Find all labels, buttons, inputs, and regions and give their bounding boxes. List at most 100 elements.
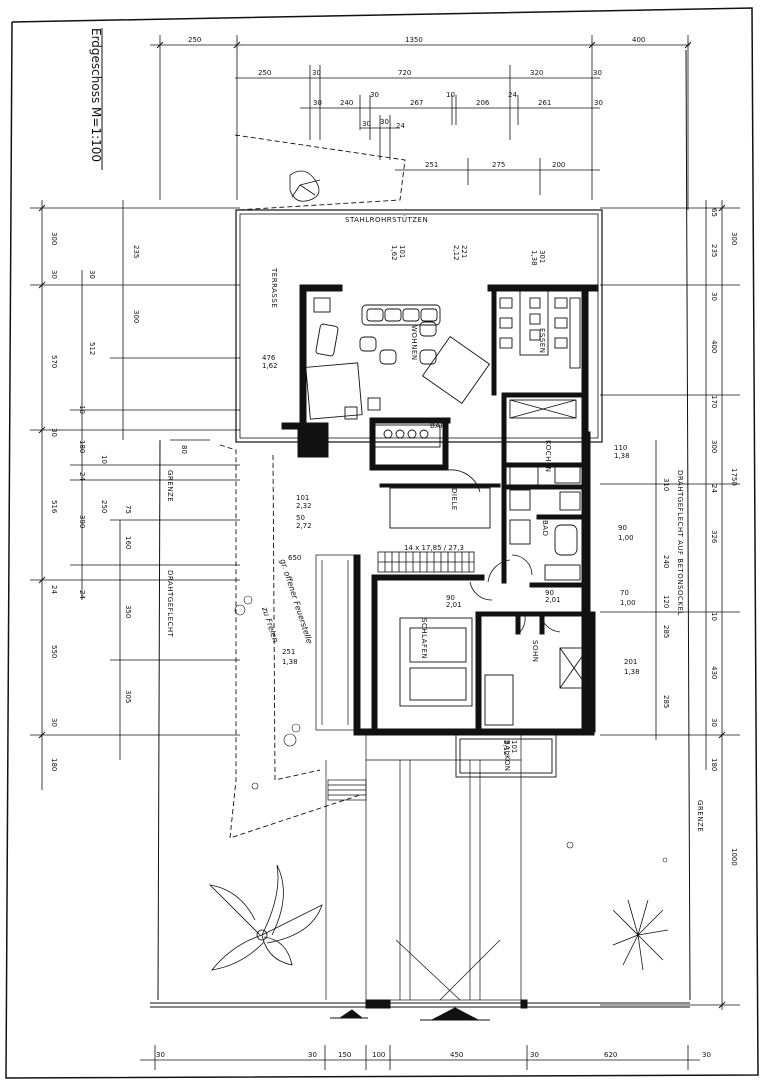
svg-text:30: 30 (312, 69, 321, 77)
svg-text:WOHNEN: WOHNEN (410, 325, 418, 361)
exterior-walls (281, 284, 599, 736)
svg-text:570: 570 (50, 355, 58, 368)
property-boundaries (150, 49, 691, 1009)
svg-text:251: 251 (282, 648, 295, 656)
svg-text:206: 206 (476, 99, 490, 107)
svg-text:285: 285 (662, 695, 670, 708)
interior-walls (369, 284, 592, 730)
svg-text:201: 201 (624, 658, 637, 666)
svg-text:30: 30 (362, 120, 371, 128)
svg-text:BALKON: BALKON (503, 740, 511, 771)
plant-top (289, 170, 321, 202)
svg-text:90: 90 (446, 594, 455, 602)
svg-text:400: 400 (632, 36, 645, 44)
svg-text:235: 235 (710, 244, 718, 257)
balcony (455, 734, 557, 778)
svg-text:110: 110 (614, 444, 627, 452)
dimension-text-left: 300 30 570 30 516 24 550 30 180 235 30 5… (50, 232, 188, 771)
svg-text:240: 240 (340, 99, 353, 107)
svg-text:24: 24 (78, 472, 86, 481)
svg-text:100: 100 (372, 1051, 385, 1059)
svg-text:1750: 1750 (730, 468, 738, 486)
svg-text:2,12: 2,12 (502, 740, 510, 756)
svg-text:30: 30 (156, 1051, 165, 1059)
svg-text:350: 350 (124, 605, 132, 618)
dimension-lines-bottom (140, 1045, 700, 1070)
svg-text:30: 30 (50, 270, 58, 279)
svg-text:305: 305 (124, 690, 132, 703)
staircase (377, 551, 475, 573)
dimension-lines-top (150, 35, 690, 210)
svg-text:30: 30 (88, 270, 96, 279)
svg-text:2,72: 2,72 (296, 522, 312, 530)
svg-text:30: 30 (50, 718, 58, 727)
dimension-lines-right (600, 200, 740, 1010)
dimension-lines-left (30, 200, 240, 790)
svg-text:320: 320 (530, 69, 543, 77)
svg-text:30: 30 (593, 69, 602, 77)
svg-text:DRAHTGEFLECHT AUF BETONSOCKEL: DRAHTGEFLECHT AUF BETONSOCKEL (676, 470, 684, 616)
svg-text:2,12: 2,12 (452, 245, 460, 261)
stahlrohrstuetzen-label: STAHLROHRSTÜTZEN (345, 215, 428, 224)
svg-text:ESSEN: ESSEN (538, 328, 546, 353)
svg-text:1,38: 1,38 (282, 658, 298, 666)
svg-text:170: 170 (710, 395, 718, 408)
svg-text:300: 300 (710, 440, 718, 453)
svg-text:2,01: 2,01 (446, 601, 462, 609)
svg-text:75: 75 (124, 505, 132, 514)
svg-text:30: 30 (313, 99, 322, 107)
svg-text:Erdgeschoss M=1:100: Erdgeschoss M=1:100 (89, 28, 103, 162)
svg-text:90: 90 (618, 524, 627, 532)
svg-text:1,62: 1,62 (390, 245, 398, 261)
svg-text:180: 180 (710, 758, 718, 771)
svg-text:240: 240 (662, 555, 670, 568)
svg-text:10: 10 (710, 612, 718, 621)
svg-text:300: 300 (132, 310, 140, 323)
dimension-text-right: 300 1750 1000 65 235 30 400 170 300 24 3… (662, 208, 738, 866)
svg-text:gr. offener Feuerstelle: gr. offener Feuerstelle (278, 558, 314, 645)
sheet-title: Erdgeschoss M=1:100 (89, 28, 103, 170)
svg-text:STAHLROHRSTÜTZEN: STAHLROHRSTÜTZEN (345, 215, 428, 224)
svg-text:301: 301 (538, 250, 546, 263)
svg-text:24: 24 (78, 590, 86, 599)
property-labels: GRENZE DRAHTGEFLECHT GRENZE DRAHTGEFLECH… (166, 470, 704, 832)
svg-text:160: 160 (124, 536, 132, 549)
svg-text:GRENZE: GRENZE (696, 800, 704, 832)
svg-text:267: 267 (410, 99, 423, 107)
svg-text:251: 251 (425, 161, 438, 169)
svg-text:10: 10 (78, 405, 86, 414)
svg-text:326: 326 (710, 530, 718, 544)
svg-text:65: 65 (710, 208, 718, 217)
svg-text:10: 10 (100, 455, 108, 464)
svg-text:150: 150 (338, 1051, 351, 1059)
svg-text:zu Freien: zu Freien (260, 605, 280, 644)
svg-text:101: 101 (296, 494, 309, 502)
svg-text:GRENZE: GRENZE (166, 470, 174, 502)
svg-text:24: 24 (396, 122, 405, 130)
sheet-border (5, 7, 759, 1079)
svg-text:275: 275 (492, 161, 505, 169)
svg-text:1,38: 1,38 (614, 452, 630, 460)
walkway (315, 554, 522, 1001)
room-labels: TERRASSE WOHNEN ESSEN KOCHEN BAR DIELE B… (270, 267, 552, 771)
svg-text:720: 720 (398, 69, 411, 77)
svg-text:30: 30 (702, 1051, 711, 1059)
svg-text:101: 101 (510, 740, 518, 753)
svg-text:620: 620 (604, 1051, 617, 1059)
svg-text:DRAHTGEFLECHT: DRAHTGEFLECHT (166, 570, 174, 638)
svg-text:2,32: 2,32 (296, 502, 312, 510)
svg-text:261: 261 (538, 99, 551, 107)
svg-text:30: 30 (50, 428, 58, 437)
svg-text:400: 400 (710, 340, 718, 353)
svg-text:450: 450 (450, 1051, 463, 1059)
handwritten-note: gr. offener Feuerstelle zu Freien (260, 558, 314, 645)
svg-text:180: 180 (78, 440, 86, 453)
svg-text:300: 300 (50, 232, 58, 245)
svg-text:30: 30 (308, 1051, 317, 1059)
svg-text:430: 430 (710, 666, 718, 679)
svg-text:200: 200 (552, 161, 565, 169)
svg-text:1,38: 1,38 (624, 668, 640, 676)
svg-text:1,38: 1,38 (530, 250, 538, 266)
svg-text:250: 250 (188, 36, 201, 44)
